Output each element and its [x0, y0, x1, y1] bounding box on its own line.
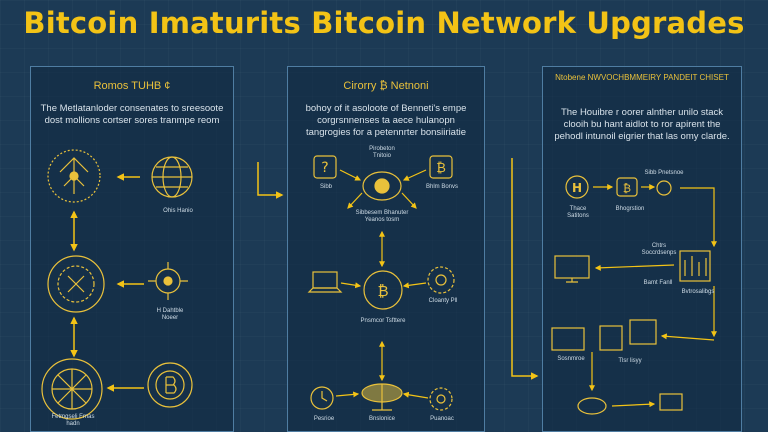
label-node: Sibb: [319, 184, 332, 190]
panel-3-title: Ntobene NWVOCHBMMEIRY PANDEIT CHISET: [555, 73, 729, 82]
page-title: Bitcoin Imaturits Bitcoin Network Upgrad…: [23, 6, 745, 40]
globe-node-icon: [151, 156, 193, 198]
panel-3-arrows: [589, 184, 717, 408]
panel-3: Ntobene NWVOCHBMMEIRY PANDEIT CHISET The…: [542, 66, 742, 432]
svg-text:₿: ₿: [623, 182, 631, 195]
label-node: Pesrioe: [313, 416, 335, 422]
label-node: H Dahtble Noeer: [156, 308, 184, 321]
bitcoin-hub-icon: ₿: [363, 270, 403, 310]
laptop-icon: [307, 271, 343, 293]
settings-icon: [429, 387, 453, 411]
label-node: Bhlm Bonvs: [425, 184, 458, 190]
panel-2: Cirorry ₿ Netnoni bohoy of it asoloote o…: [287, 66, 485, 432]
label-node: Bvtrosalibgs: [681, 289, 715, 295]
bitcoin-tree-icon: [361, 383, 403, 411]
label-node: Sibbesem Bhanuter Yeanos tosm: [355, 210, 409, 223]
h-coin-icon: H: [565, 175, 589, 199]
bitcoin-coin-icon: [147, 362, 193, 408]
label-node: Bnslonice: [368, 416, 395, 422]
consensus-wheel-icon: [41, 358, 103, 420]
panel-2-description: bohoy of it asoloote of Benneti's empe c…: [305, 103, 467, 138]
label-node: Puanoac: [430, 416, 454, 422]
panel-1-diagram: [41, 149, 193, 420]
clock-icon: [310, 386, 334, 410]
label-node: Bamt Fanll: [643, 280, 673, 286]
label-node: Fetmgseli Frnas hadn: [51, 414, 95, 427]
cloud-node-icon: [656, 180, 672, 196]
mining-rig-icon: [47, 255, 105, 313]
svg-text:₿: ₿: [377, 282, 388, 300]
bitcoin-stamp-icon: ₿: [616, 177, 638, 197]
svg-text:₿: ₿: [436, 161, 446, 176]
panel-1-arrows: [70, 173, 144, 392]
label-node: Sosnmroe: [557, 356, 585, 362]
panel-2-title: Cirorry ₿ Netnoni: [343, 80, 429, 92]
svg-text:?: ?: [321, 160, 328, 176]
bitcoin-core-icon: [362, 171, 402, 201]
svg-text:H: H: [572, 181, 582, 195]
label-node: Bhogrstion: [615, 206, 645, 212]
label-node: Ohis Hanio: [163, 208, 193, 214]
label-node: Cloanty Pll: [428, 298, 458, 304]
panel-connector-1: [257, 162, 284, 199]
panel-1-title: Romos TUHB ¢: [93, 80, 171, 92]
label-node: Pnsmcor Tsfttere: [360, 318, 406, 324]
label-node: Sibb Pnetsnoe: [644, 170, 684, 176]
storage-icon: [577, 393, 683, 415]
panel-connector-2: [511, 158, 539, 380]
panel-3-diagram: H ₿: [551, 175, 711, 415]
label-node: Pirobeton Tnitoio: [369, 146, 395, 159]
city-icon: [679, 250, 711, 282]
server-node-icon: [551, 319, 657, 351]
node-cluster-icon: [148, 262, 188, 300]
panel-3-description: The Houibre r oorer alnther unilo stack …: [554, 107, 730, 142]
bitcoin-box-icon: ₿: [429, 155, 453, 179]
network-node-icon: [47, 149, 101, 203]
gear-icon: [427, 266, 455, 294]
computer-icon: [554, 255, 590, 283]
label-node: Chtrs Soccrdsenps: [641, 243, 677, 256]
panel-1-description: The Metlatanloder consenates to sreesoot…: [40, 103, 224, 126]
panel-2-arrows: [335, 169, 429, 399]
question-box-icon: ?: [313, 155, 337, 179]
label-node: Tlsr lisyy: [618, 358, 642, 364]
label-node: Thace Satitons: [567, 206, 589, 219]
panel-2-diagram: ? ₿ ₿: [307, 155, 455, 411]
